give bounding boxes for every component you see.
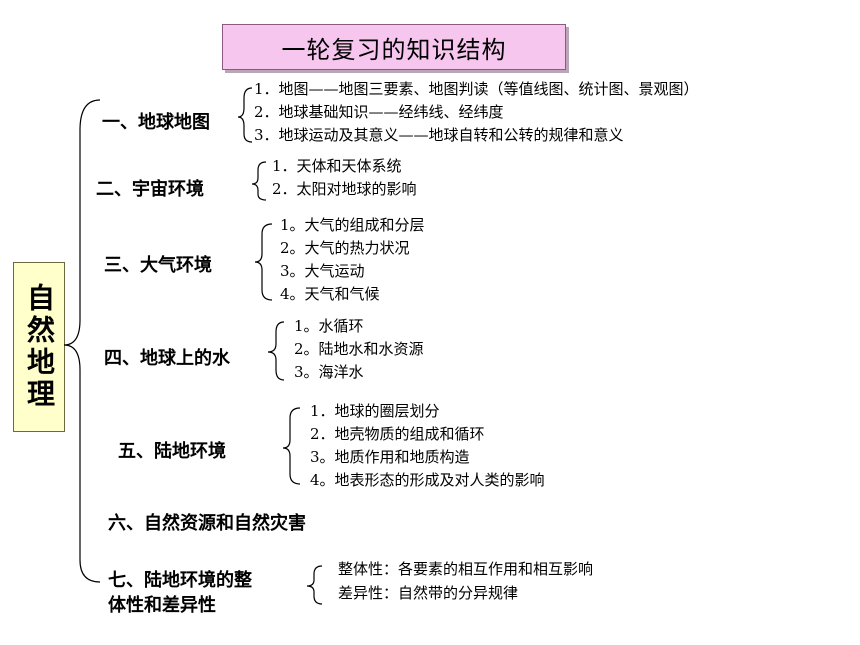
section-7-item-2: 差异性：自然带的分异规律 (338, 584, 519, 602)
title-box: 一轮复习的知识结构 (222, 24, 566, 70)
section-1-item-1: 1．地图——地图三要素、地图判读（等值线图、统计图、景观图） (254, 80, 699, 98)
section-7-label-line-2: 体性和差异性 (108, 595, 216, 616)
section-3-label: 三、大气环境 (104, 255, 212, 276)
section-4-label: 四、地球上的水 (104, 348, 230, 369)
root-label: 自然地理 (23, 283, 56, 411)
section-3-item-4: 4。天气和气候 (280, 285, 380, 303)
root-node: 自然地理 (13, 262, 65, 432)
section-5-item-2: 2．地壳物质的组成和循环 (310, 425, 485, 443)
section-2-item-1: 1．天体和天体系统 (272, 157, 402, 175)
brace-2 (251, 161, 267, 201)
brace-7 (306, 565, 323, 605)
section-6-label: 六、自然资源和自然灾害 (108, 513, 306, 534)
section-3-item-2: 2。大气的热力状况 (280, 239, 410, 257)
section-4-item-3: 3。海洋水 (294, 363, 364, 381)
section-4-item-2: 2。陆地水和水资源 (294, 340, 424, 358)
brace-4 (267, 321, 285, 381)
brace-1 (237, 87, 253, 143)
section-7-item-1: 整体性：各要素的相互作用和相互影响 (338, 560, 594, 578)
section-3-item-1: 1。大气的组成和分层 (280, 216, 425, 234)
section-4-item-1: 1。水循环 (294, 317, 364, 335)
section-3-item-3: 3。大气运动 (280, 262, 365, 280)
section-1-item-3: 3．地球运动及其意义——地球自转和公转的规律和意义 (254, 126, 624, 144)
section-5-item-3: 3。地质作用和地质构造 (310, 448, 470, 466)
section-1-label: 一、地球地图 (102, 112, 210, 133)
section-5-item-1: 1．地球的圈层划分 (310, 402, 440, 420)
section-7-label-line-1: 七、陆地环境的整 (108, 570, 252, 591)
brace-3 (254, 223, 273, 301)
section-5-item-4: 4。地表形态的形成及对人类的影响 (310, 471, 545, 489)
main-brace (63, 99, 101, 583)
section-5-label: 五、陆地环境 (118, 441, 226, 462)
brace-5 (282, 407, 301, 485)
page-title: 一轮复习的知识结构 (281, 35, 507, 64)
section-1-item-2: 2．地球基础知识——经纬线、经纬度 (254, 103, 504, 121)
section-2-item-2: 2．太阳对地球的影响 (272, 180, 417, 198)
section-2-label: 二、宇宙环境 (96, 179, 204, 200)
